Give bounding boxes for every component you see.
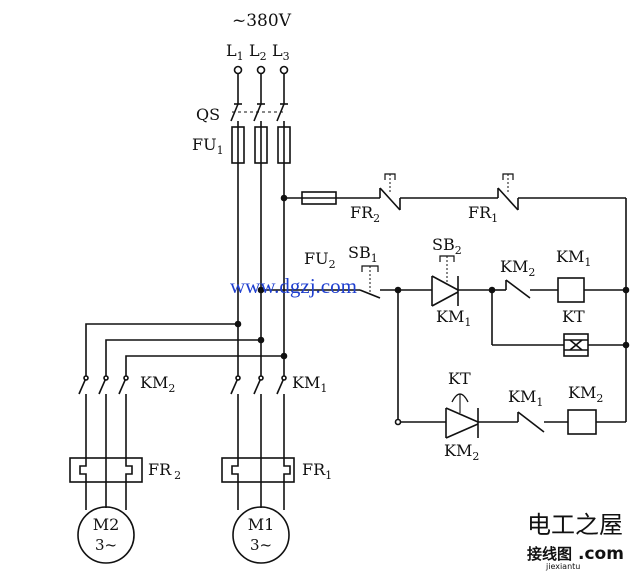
fr2-heaters <box>69 457 143 483</box>
km2-coil <box>567 409 597 435</box>
corner-site-text: 接线图 <box>527 545 572 563</box>
km2-main-contacts <box>78 375 129 458</box>
wiring <box>69 65 630 564</box>
label-fu2: FU2 <box>304 249 336 271</box>
terminal-l3 <box>279 65 289 75</box>
motor-m2 <box>77 506 135 564</box>
label-km2-interlock: KM2 <box>500 257 535 279</box>
label-km1-hold: KM1 <box>436 307 471 329</box>
label-fu1: FU1 <box>192 135 224 157</box>
sb2-start-button <box>431 255 459 291</box>
label-km2-coil: KM2 <box>568 383 603 405</box>
label-kt-coil: KT <box>562 307 585 326</box>
km1-coil <box>557 277 585 303</box>
label-m2: M2 <box>93 515 120 534</box>
terminal-l2 <box>256 65 266 75</box>
label-fr1: FR1 <box>468 203 498 225</box>
label-km1-power: KM1 <box>292 373 327 395</box>
km1-hold-contact <box>431 290 459 307</box>
corner-watermark: 电工之屋 接线图 .com jiexiantu <box>527 511 624 571</box>
fr1-nc-contact <box>497 173 519 211</box>
fr1-heaters <box>221 457 295 483</box>
phase-l1: L1 <box>226 41 244 63</box>
label-fr1-heater: FR1 <box>302 460 332 482</box>
fr2-nc-contact <box>379 173 401 211</box>
phase-l2: L2 <box>249 41 267 63</box>
label-km1-coil: KM1 <box>556 247 591 269</box>
label-m2-type: 3~ <box>95 536 117 554</box>
label-km2-hold: KM2 <box>444 441 479 463</box>
phase-l3: L3 <box>272 41 290 63</box>
fu2-fuse <box>301 191 337 205</box>
label-m1-type: 3~ <box>250 536 272 554</box>
km2-hold-contact <box>445 422 479 439</box>
label-kt-contact: KT <box>448 369 471 388</box>
corner-logo-text: 电工之屋 <box>527 511 623 539</box>
km1-main-contacts <box>230 375 287 458</box>
motor-m1 <box>232 506 290 564</box>
km1-nc-contact <box>517 411 568 433</box>
label-sb2: SB2 <box>432 235 462 257</box>
labels: ~380V L1 L2 L3 QS FU1 FR2 FR1 FU2 SB1 SB… <box>93 11 604 554</box>
fu1-fuses <box>231 126 291 164</box>
corner-com-text: .com <box>578 544 624 564</box>
qs-switch <box>230 103 288 127</box>
supply-voltage: ~380V <box>232 11 292 31</box>
label-m1: M1 <box>248 515 275 534</box>
label-km1-nc: KM1 <box>508 387 543 409</box>
label-fr2: FR2 <box>350 203 380 225</box>
label-km2-power: KM2 <box>140 373 175 395</box>
kt-timer-contact <box>445 393 479 423</box>
corner-small-text: jiexiantu <box>545 562 580 571</box>
label-qs: QS <box>196 105 220 124</box>
terminal-l1 <box>233 65 243 75</box>
watermark-url: www.dgzj.com <box>230 274 357 298</box>
km2-nc-interlock <box>492 279 558 299</box>
label-sb1: SB1 <box>348 243 378 265</box>
kt-coil <box>563 333 589 357</box>
